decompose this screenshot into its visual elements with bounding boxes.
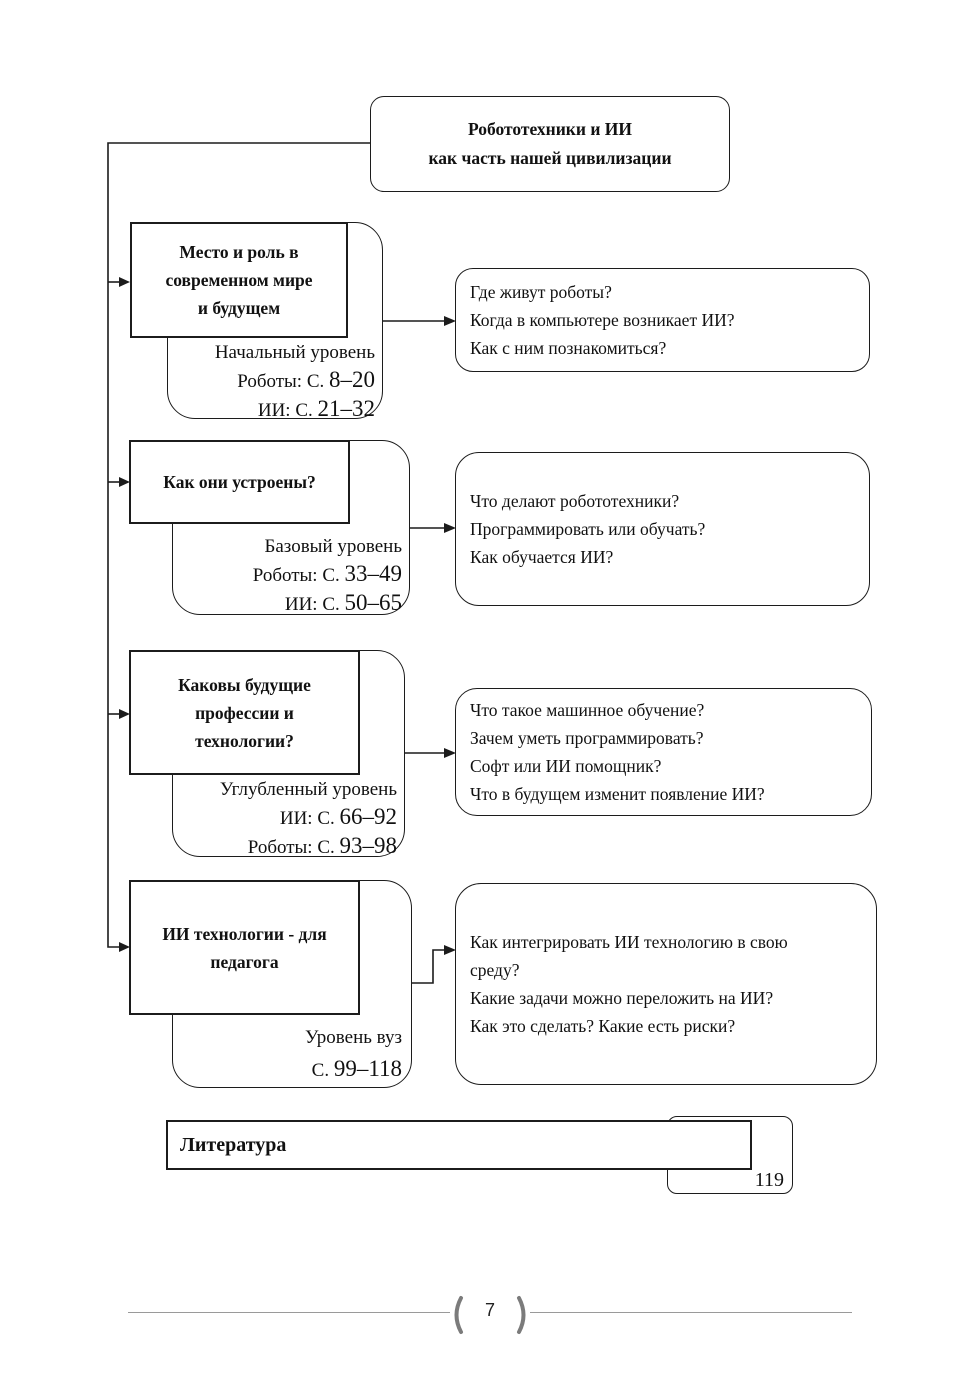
level-entry: Роботы: С. 33–49 — [252, 561, 402, 586]
questions-box-1: Где живут роботы? Когда в компьютере воз… — [455, 268, 870, 372]
root-topic-box: Робототехники и ИИ как часть нашей цивил… — [370, 96, 730, 192]
footer-rule-right — [530, 1312, 852, 1313]
level-label-4: Уровень вуз С. 99–118 — [182, 1022, 402, 1086]
connector-line-4 — [412, 949, 444, 984]
topic-box-4: ИИ технологии - для педагога — [129, 880, 360, 1015]
literature-page-number: 119 — [754, 1169, 784, 1191]
level-name: Базовый уровень — [264, 536, 402, 557]
level-label-3: Углубленный уровень ИИ: С. 66–92 Роботы:… — [172, 776, 397, 861]
footer-rule-left — [128, 1312, 450, 1313]
questions-box-3: Что такое машинное обучение? Зачем уметь… — [455, 688, 872, 816]
page-number: 7 — [484, 1300, 495, 1320]
level-name: Углубленный уровень — [219, 779, 397, 800]
topic-box-1: Место и роль в современном мире и будуще… — [130, 222, 348, 338]
level-entry: Роботы: С. 8–20 — [237, 367, 375, 392]
level-entry: ИИ: С. 21–32 — [257, 396, 375, 421]
trunk-line — [107, 142, 370, 948]
level-entry: ИИ: С. 66–92 — [279, 804, 397, 829]
questions-box-4: Как интегрировать ИИ технологию в свою с… — [455, 883, 877, 1085]
arrowhead — [119, 709, 130, 719]
arrowhead — [444, 316, 456, 326]
topic-box-2: Как они устроены? — [129, 440, 350, 524]
literature-box: Литература — [166, 1120, 752, 1170]
right-bracket-icon — [517, 1296, 526, 1334]
arrowhead — [119, 477, 130, 487]
literature-label: Литература — [180, 1133, 287, 1156]
level-name: Начальный уровень — [214, 342, 375, 363]
arrowhead — [444, 523, 456, 533]
arrowhead — [119, 942, 130, 952]
arrowhead — [444, 748, 456, 758]
questions-box-2: Что делают робототехники? Программироват… — [455, 452, 870, 606]
arrowhead — [119, 277, 130, 287]
level-name: Уровень вуз — [305, 1027, 402, 1048]
level-label-1: Начальный уровень Роботы: С. 8–20 ИИ: С.… — [175, 339, 375, 424]
arrowhead — [444, 945, 456, 955]
level-entry: С. 99–118 — [311, 1056, 402, 1081]
left-bracket-icon — [454, 1296, 463, 1334]
level-entry: Роботы: С. 93–98 — [247, 833, 397, 858]
level-entry: ИИ: С. 50–65 — [284, 590, 402, 615]
topic-box-3: Каковы будущие профессии и технологии? — [129, 650, 360, 775]
level-label-2: Базовый уровень Роботы: С. 33–49 ИИ: С. … — [182, 533, 402, 618]
